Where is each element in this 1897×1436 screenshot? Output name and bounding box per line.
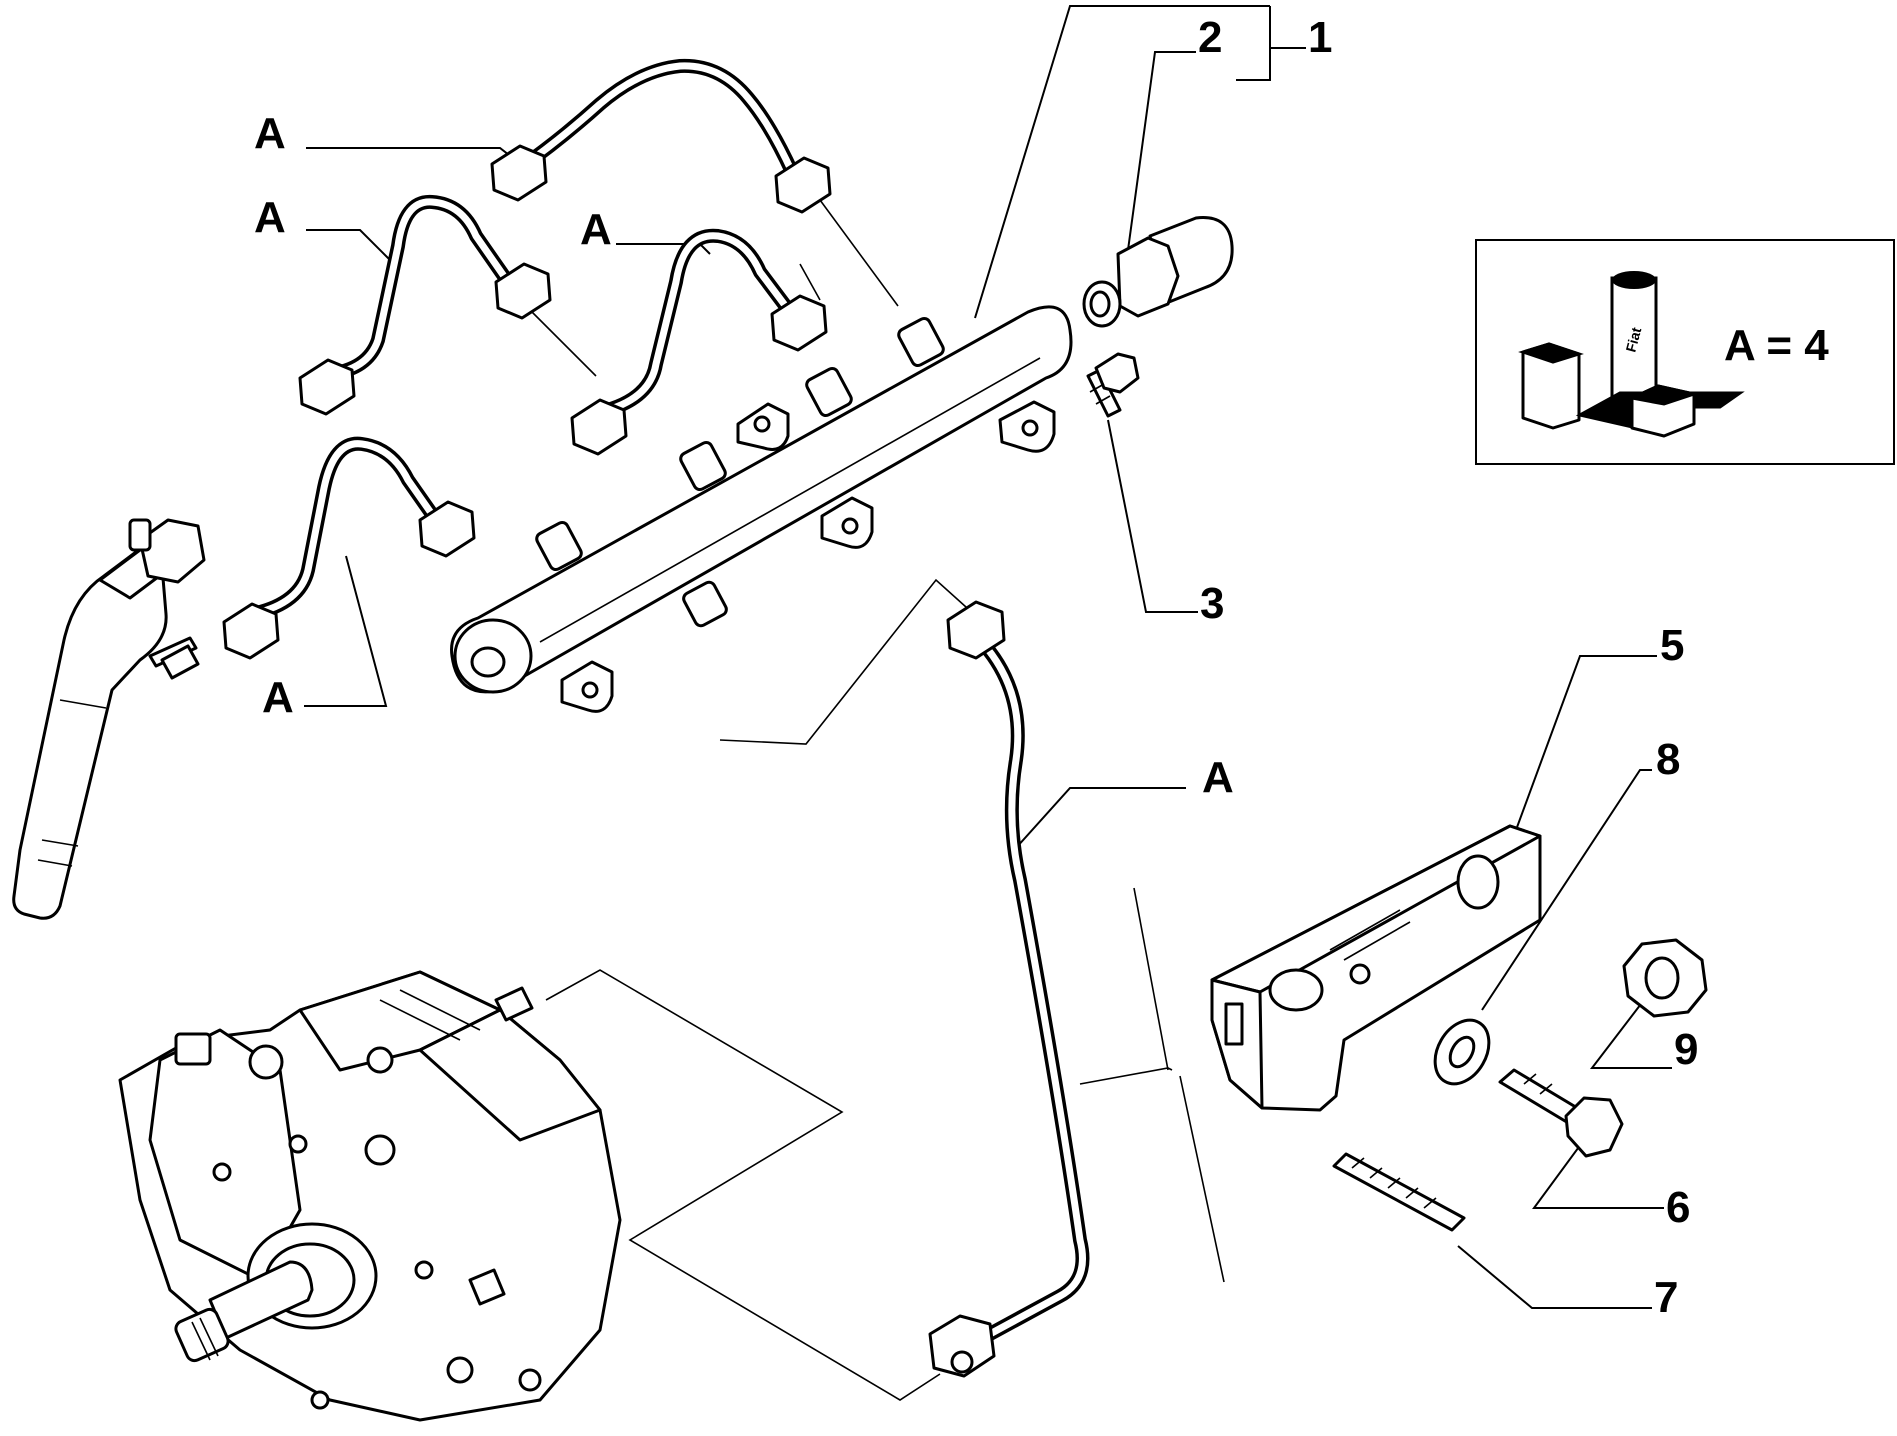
high-pressure-pipe <box>928 600 1090 1378</box>
fuel-rail <box>450 305 1073 713</box>
callout-labels: 1 2 3 5 8 9 6 7 A A A A A <box>254 13 1698 1322</box>
label-a-high-pressure-pipe: A <box>1202 753 1234 802</box>
high-pressure-pump <box>118 970 622 1422</box>
threaded-stud <box>1332 1152 1466 1232</box>
label-a-pipe-1: A <box>254 109 286 158</box>
rail-outlet-3 <box>805 366 853 418</box>
pump-bracket <box>1210 824 1542 1112</box>
washer <box>1433 1018 1491 1086</box>
label-7: 7 <box>1654 1273 1678 1322</box>
injection-pipe-3 <box>570 228 828 456</box>
rail-bolt <box>1086 352 1140 418</box>
label-3: 3 <box>1200 579 1224 628</box>
leader-lines <box>304 5 1672 1401</box>
label-6: 6 <box>1666 1183 1690 1232</box>
legend-equation: A = 4 <box>1724 321 1829 370</box>
hex-bolt <box>1498 1068 1624 1158</box>
injection-pipe-4 <box>222 436 476 660</box>
pressure-sensor <box>1082 216 1234 328</box>
label-5: 5 <box>1660 621 1684 670</box>
label-1: 1 <box>1308 13 1332 62</box>
rail-outlet-1 <box>535 520 583 572</box>
label-9: 9 <box>1674 1025 1698 1074</box>
label-a-pipe-2: A <box>254 193 286 242</box>
label-a-pipe-4: A <box>262 673 294 722</box>
label-a-pipe-3: A <box>580 205 612 254</box>
hex-nut <box>1622 938 1708 1018</box>
rail-outlet-2 <box>679 440 727 492</box>
label-8: 8 <box>1656 735 1680 784</box>
sealant-product-icon: Fiat <box>1518 271 1745 438</box>
injection-pipe-2 <box>298 194 552 416</box>
rail-inlet <box>682 580 728 628</box>
product-mark: Fiat <box>1622 325 1644 354</box>
fuel-injector <box>12 518 206 920</box>
rail-outlet-4 <box>897 316 945 368</box>
label-2: 2 <box>1198 13 1222 62</box>
legend-box: Fiat A = 4 <box>1475 239 1895 465</box>
injection-pipe-1 <box>490 58 832 214</box>
